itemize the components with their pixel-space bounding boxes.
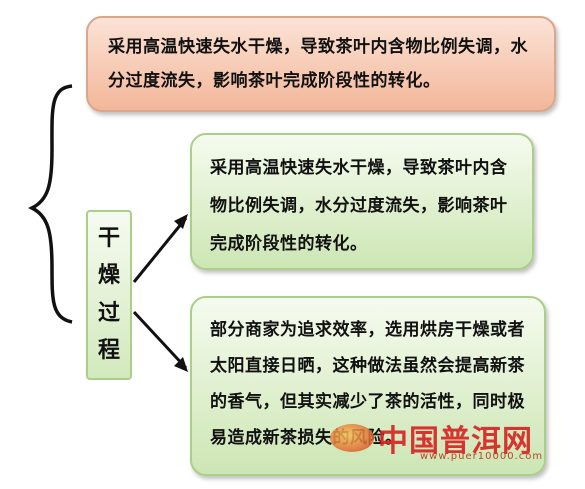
label-char: 燥 (97, 263, 120, 289)
label-char: 程 (97, 338, 120, 364)
middle-text-box: 采用高温快速失水干燥，导致茶叶内含物比例失调，水分过度流失，影响茶叶完成阶段性的… (190, 133, 534, 270)
bottom-text: 部分商家为追求效率，选用烘房干燥或者太阳直接日晒，这种做法虽然会提高新茶的香气，… (210, 320, 525, 448)
top-text: 采用高温快速失水干燥，导致茶叶内含物比例失调，水分过度流失，影响茶叶完成阶段性的… (108, 37, 528, 91)
top-text-box: 采用高温快速失水干燥，导致茶叶内含物比例失调，水分过度流失，影响茶叶完成阶段性的… (86, 16, 556, 112)
watermark-text: 中国普洱网 (378, 424, 533, 459)
label-char: 过 (97, 300, 120, 326)
arrow-upper (132, 217, 188, 283)
label-char: 干 (97, 225, 120, 251)
drying-process-label: 干 燥 过 程 (86, 210, 132, 380)
middle-text: 采用高温快速失水干燥，导致茶叶内含物比例失调，水分过度流失，影响茶叶完成阶段性的… (210, 158, 508, 254)
arrowhead-lower (174, 357, 188, 372)
arrow-lower (132, 310, 188, 370)
watermark-logo-icon (330, 424, 374, 452)
watermark-url: www.puer10000.com (420, 451, 544, 462)
curly-brace (28, 84, 73, 324)
arrowhead-upper (174, 214, 188, 229)
